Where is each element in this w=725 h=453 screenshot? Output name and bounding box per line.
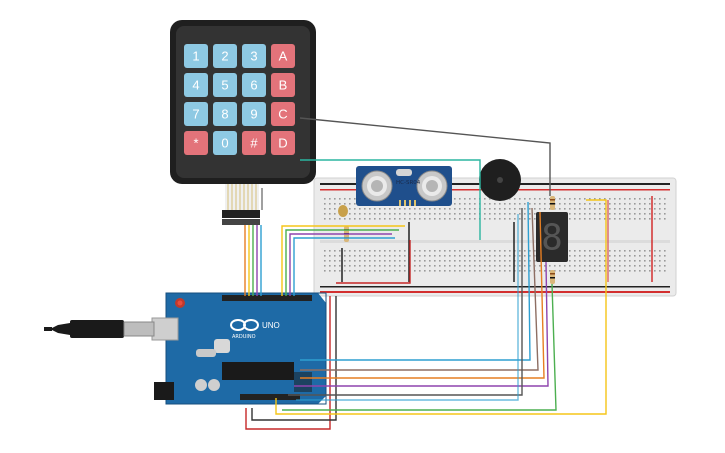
keypad-key[interactable] — [213, 102, 237, 126]
buzzer[interactable] — [479, 159, 521, 201]
keypad-key-label: 5 — [221, 78, 228, 93]
keypad-key-label: 8 — [221, 107, 228, 122]
keypad-key[interactable] — [242, 102, 266, 126]
keypad-key[interactable] — [271, 102, 295, 126]
arduino-uno[interactable]: UNO ARDUINO — [151, 292, 327, 405]
keypad[interactable]: 1 2 3 A 4 5 6 B 7 8 9 C * 0 # D — [170, 20, 316, 225]
keypad-key[interactable] — [242, 73, 266, 97]
keypad-key-label: 7 — [192, 107, 199, 122]
keypad-key[interactable] — [271, 44, 295, 68]
keypad-key[interactable] — [184, 102, 208, 126]
ultrasonic-sensor[interactable]: HC-SR04 — [356, 166, 452, 206]
keypad-key[interactable] — [242, 44, 266, 68]
wires[interactable] — [244, 117, 607, 430]
keypad-key[interactable] — [184, 131, 208, 155]
keypad-ribbon — [222, 184, 260, 225]
arduino-logo — [230, 319, 259, 331]
keypad-key[interactable] — [271, 73, 295, 97]
keypad-key[interactable] — [213, 44, 237, 68]
photoresistor[interactable] — [338, 205, 348, 217]
usb-cable[interactable] — [44, 320, 155, 338]
keypad-key-label: A — [279, 49, 288, 64]
arduino-model: UNO — [262, 321, 280, 330]
resistor-3[interactable] — [550, 270, 555, 284]
keypad-key-label: 4 — [192, 78, 199, 93]
keypad-key-label: B — [279, 78, 288, 93]
keypad-key[interactable] — [184, 44, 208, 68]
seven-segment-digit: 8 — [541, 218, 563, 259]
keypad-key[interactable] — [184, 73, 208, 97]
resistor-2[interactable] — [550, 196, 555, 210]
keypad-key-label: 6 — [250, 78, 257, 93]
keypad-key-label: 1 — [192, 49, 199, 64]
keypad-key-label: 2 — [221, 49, 228, 64]
keypad-key[interactable] — [213, 131, 237, 155]
keypad-key-label: C — [278, 107, 287, 122]
keypad-key[interactable] — [271, 131, 295, 155]
keypad-key[interactable] — [213, 73, 237, 97]
arduino-brand: ARDUINO — [232, 334, 256, 340]
keypad-key-label: 9 — [250, 107, 257, 122]
keypad-key-label: D — [278, 136, 287, 151]
ultrasonic-label: HC-SR04 — [396, 180, 421, 186]
seven-segment-display[interactable]: 8 — [536, 212, 568, 262]
keypad-key-label: 0 — [221, 136, 228, 151]
keypad-key-label: 3 — [250, 49, 257, 64]
keypad-key[interactable] — [242, 131, 266, 155]
keypad-key-label: # — [250, 136, 258, 151]
keypad-key-label: * — [193, 136, 198, 151]
